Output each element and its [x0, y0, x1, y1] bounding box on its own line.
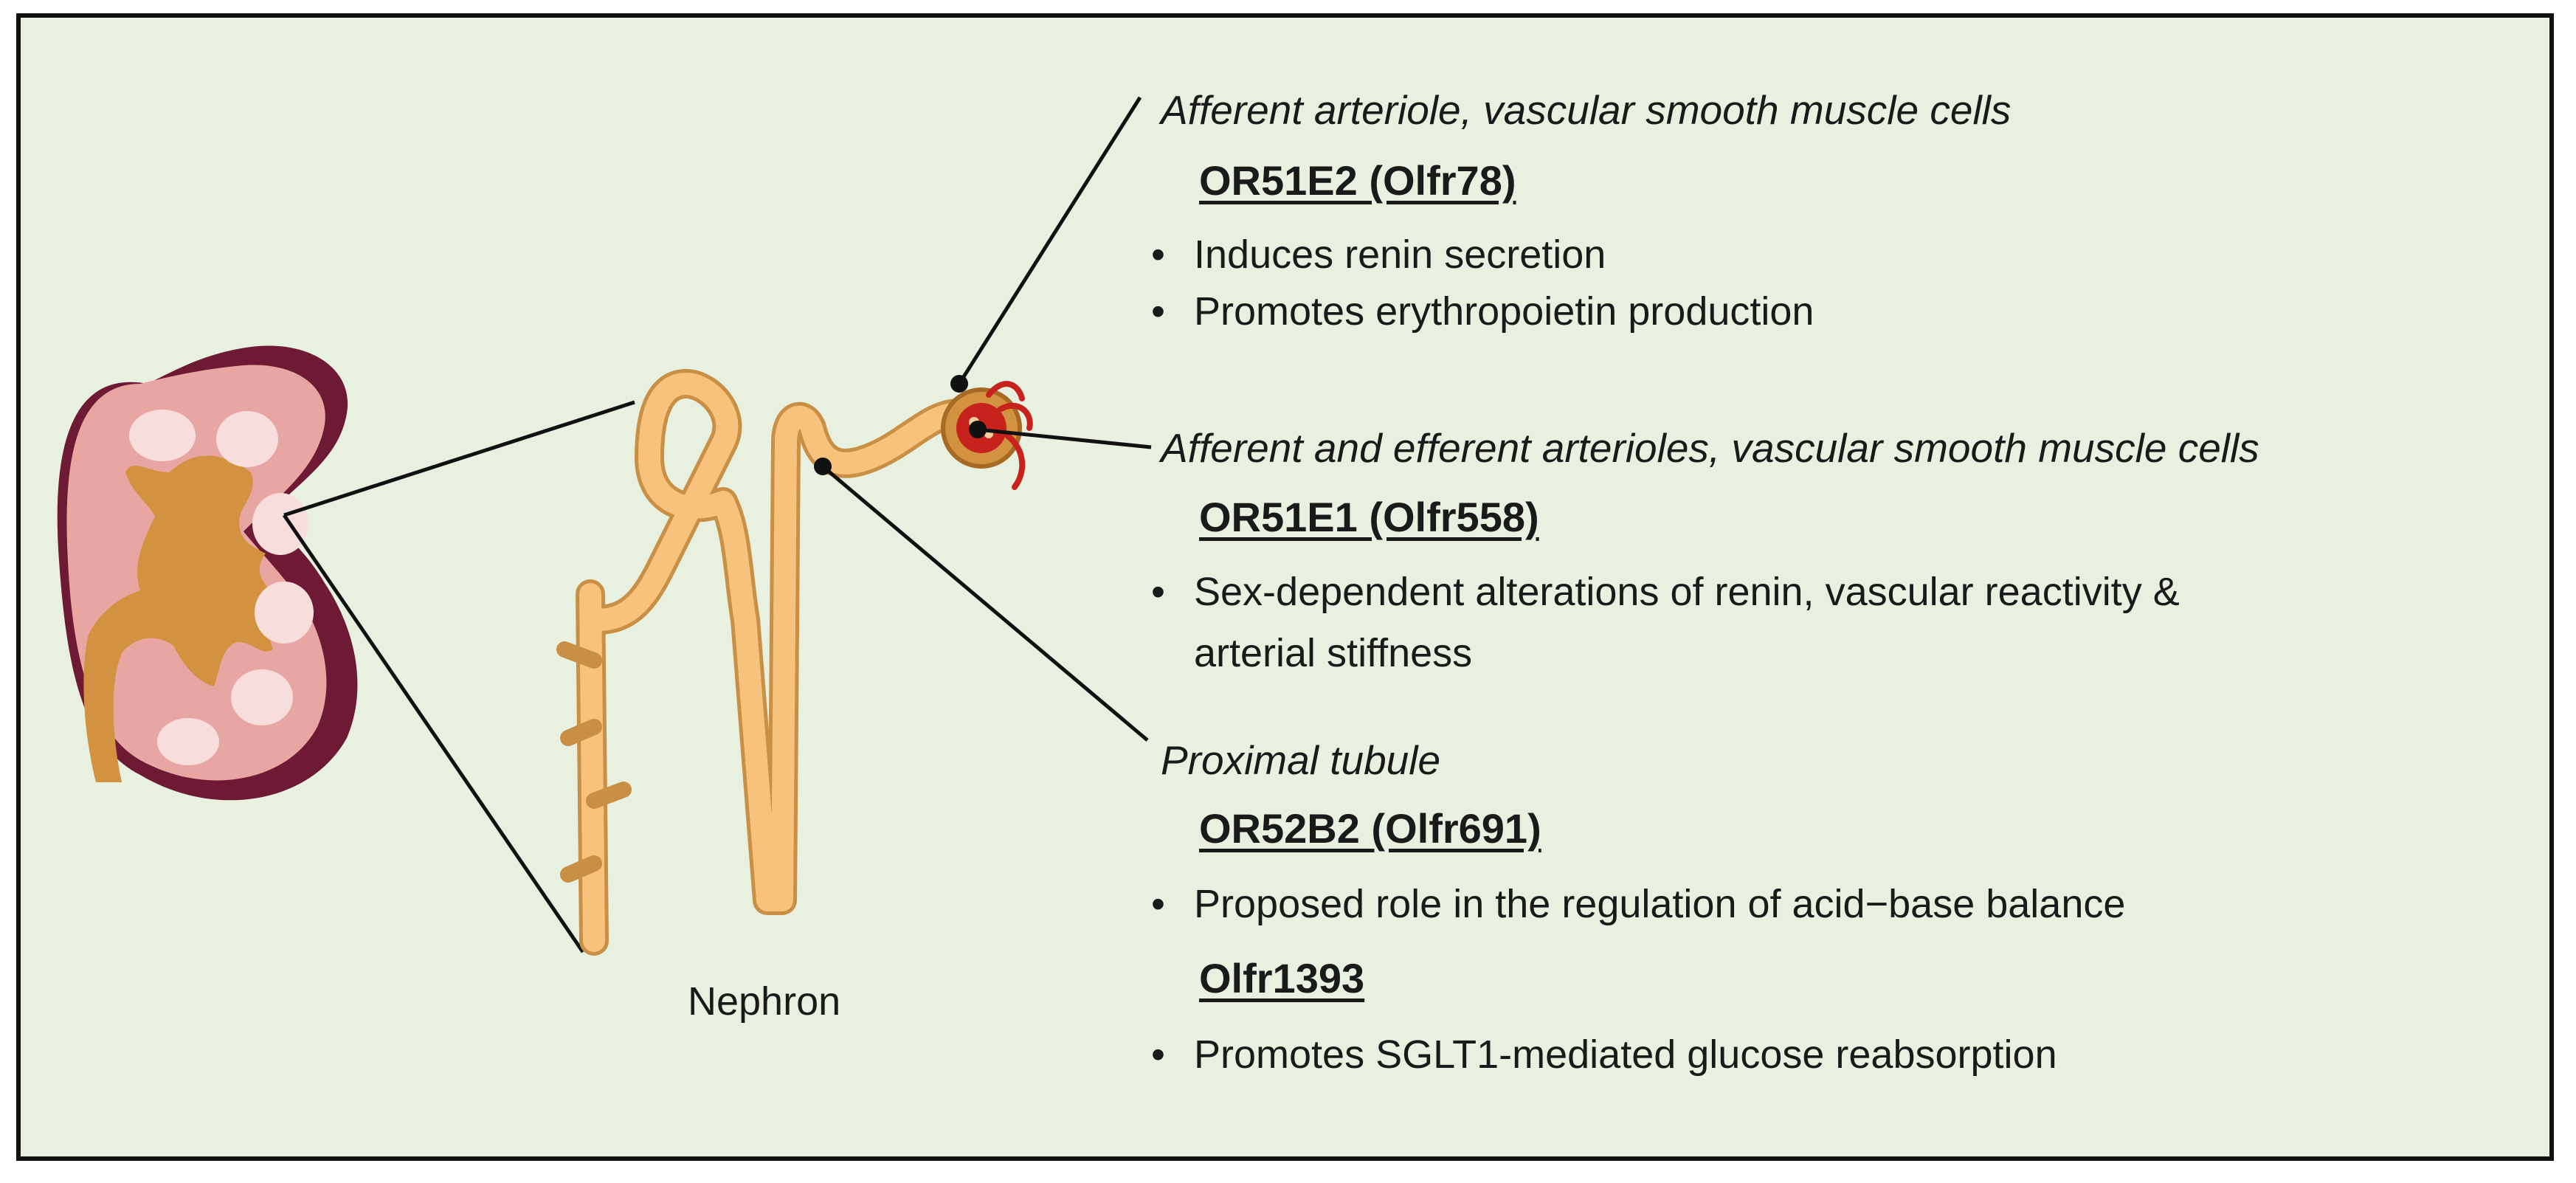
- receptor-name: OR51E1 (Olfr558): [1199, 494, 1539, 540]
- leader-line-afferent: [957, 96, 1142, 385]
- bullet-item: •Promotes erythropoietin production: [1151, 289, 1814, 334]
- pyramid: [157, 718, 219, 765]
- duct-branches: [556, 641, 632, 883]
- bullet-item: •Proposed role in the regulation of acid…: [1151, 882, 2126, 926]
- marker-dot: [950, 375, 968, 393]
- bullet-continuation: arterial stiffness: [1194, 631, 1473, 675]
- leader-line-efferent: [977, 427, 1152, 449]
- bullet-item: •Promotes SGLT1-mediated glucose reabsor…: [1151, 1032, 2057, 1077]
- pyramid: [255, 582, 314, 644]
- nephron-illustration: [556, 369, 1033, 956]
- site-label: Afferent and efferent arterioles, vascul…: [1161, 425, 2259, 471]
- zoom-line-bottom: [282, 514, 585, 953]
- bullet-item: •Sex-dependent alterations of renin, vas…: [1151, 570, 2180, 614]
- pyramid: [252, 493, 308, 555]
- receptor-name: Olfr1393: [1199, 955, 1365, 1001]
- figure-panel: [16, 13, 2554, 1161]
- pyramid: [231, 669, 293, 725]
- zoom-line-top: [283, 400, 635, 517]
- glomerulus: [941, 381, 1033, 490]
- site-label: Proximal tubule: [1161, 737, 1441, 783]
- marker-dot: [969, 421, 987, 438]
- receptor-name: OR52B2 (Olfr691): [1199, 805, 1541, 852]
- renal-pelvis: [83, 455, 280, 782]
- leader-line-proximal: [821, 465, 1149, 742]
- renal-pyramids: [129, 410, 314, 765]
- receptor-name: OR51E2 (Olfr78): [1199, 157, 1516, 204]
- kidney-illustration: [57, 345, 358, 801]
- marker-dot: [814, 458, 832, 475]
- pyramid: [216, 411, 278, 467]
- bullet-item: •Induces renin secretion: [1151, 232, 1606, 277]
- nephron-caption: Nephron: [688, 979, 841, 1024]
- pyramid: [129, 410, 196, 461]
- site-label: Afferent arteriole, vascular smooth musc…: [1161, 87, 2012, 133]
